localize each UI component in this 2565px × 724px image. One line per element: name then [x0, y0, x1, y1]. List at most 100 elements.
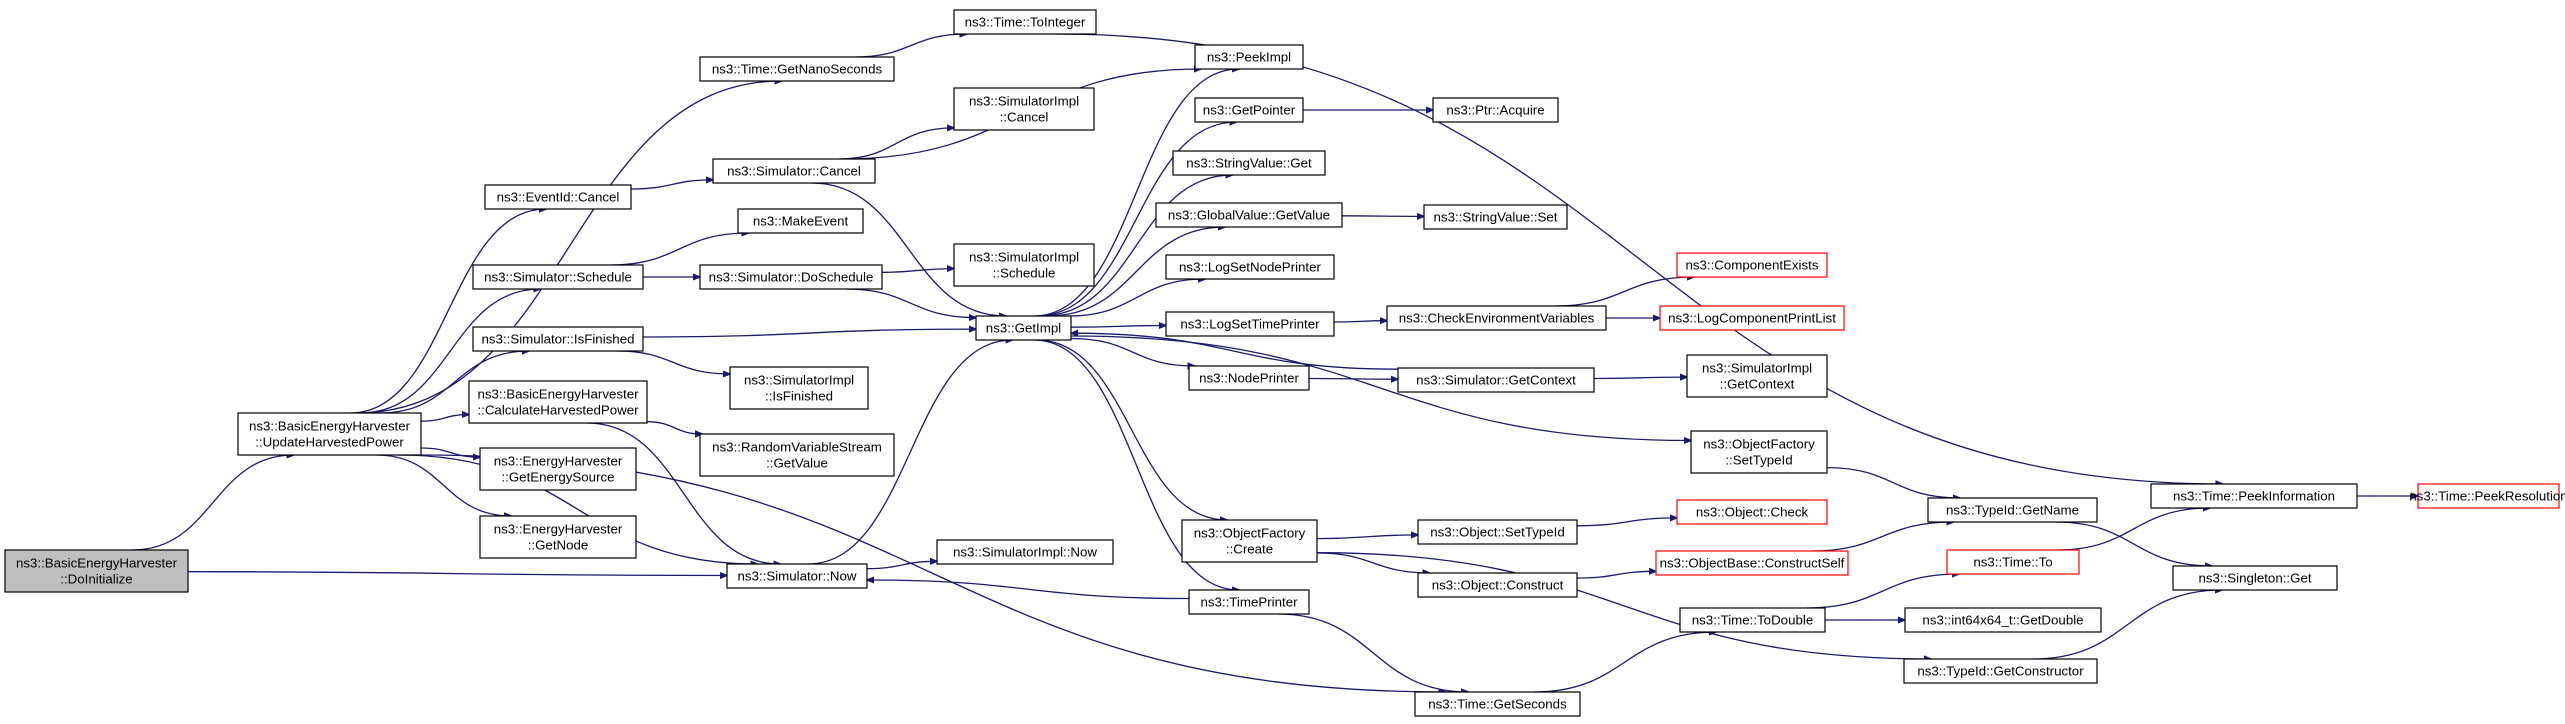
node-calc[interactable]: ns3::BasicEnergyHarvester::CalculateHarv… — [468, 380, 648, 424]
node-box[interactable] — [1946, 549, 2080, 575]
node-singleton[interactable]: ns3::Singleton::Get — [2172, 565, 2338, 591]
node-logtimeprinter[interactable]: ns3::LogSetTimePrinter — [1165, 311, 1335, 337]
node-timetodouble[interactable]: ns3::Time::ToDouble — [1679, 607, 1826, 633]
node-eventcancel[interactable]: ns3::EventId::Cancel — [484, 184, 632, 210]
node-box[interactable] — [472, 326, 644, 352]
node-typeidgetconstructor[interactable]: ns3::TypeId::GetConstructor — [1903, 658, 2098, 684]
node-box[interactable] — [1194, 97, 1304, 123]
node-box[interactable] — [472, 264, 644, 290]
node-box[interactable] — [1194, 44, 1304, 70]
node-box[interactable] — [729, 366, 869, 410]
node-box[interactable] — [1417, 519, 1578, 545]
node-box[interactable] — [1904, 607, 2102, 633]
node-update[interactable]: ns3::BasicEnergyHarvester::UpdateHarvest… — [237, 412, 422, 456]
node-isfinished[interactable]: ns3::Simulator::IsFinished — [472, 326, 644, 352]
node-box[interactable] — [936, 539, 1114, 565]
node-typeidgetname[interactable]: ns3::TypeId::GetName — [1927, 497, 2098, 523]
node-getcontext[interactable]: ns3::Simulator::GetContext — [1397, 367, 1595, 393]
node-now[interactable]: ns3::Simulator::Now — [726, 563, 868, 589]
node-box[interactable] — [1397, 367, 1595, 393]
node-simimplnow[interactable]: ns3::SimulatorImpl::Now — [936, 539, 1114, 565]
node-timeprinter[interactable]: ns3::TimePrinter — [1188, 589, 1310, 615]
node-box[interactable] — [484, 184, 632, 210]
node-root[interactable]: ns3::BasicEnergyHarvester::DoInitialize — [4, 549, 189, 593]
node-objcheck[interactable]: ns3::Object::Check — [1676, 499, 1828, 525]
node-box[interactable] — [953, 9, 1097, 35]
node-stringvalueset[interactable]: ns3::StringValue::Set — [1423, 204, 1568, 230]
node-box[interactable] — [1414, 691, 1581, 717]
node-nanosec[interactable]: ns3::Time::GetNanoSeconds — [699, 56, 895, 82]
node-lognodeprinter[interactable]: ns3::LogSetNodePrinter — [1165, 254, 1335, 280]
node-box[interactable] — [1676, 499, 1828, 525]
node-doschedule[interactable]: ns3::Simulator::DoSchedule — [699, 264, 883, 290]
node-box[interactable] — [1386, 305, 1607, 331]
node-objsettypeid[interactable]: ns3::Object::SetTypeId — [1417, 519, 1578, 545]
node-box[interactable] — [1423, 204, 1568, 230]
node-getnode[interactable]: ns3::EnergyHarvester::GetNode — [479, 515, 637, 559]
node-box[interactable] — [1188, 365, 1310, 391]
node-peekinfo[interactable]: ns3::Time::PeekInformation — [2150, 483, 2358, 509]
node-box[interactable] — [1927, 497, 2098, 523]
node-compexists[interactable]: ns3::ComponentExists — [1676, 252, 1828, 278]
node-peekres[interactable]: ns3::Time::PeekResolution — [2409, 483, 2565, 509]
node-box[interactable] — [2417, 483, 2560, 509]
node-objfactcreate[interactable]: ns3::ObjectFactory::Create — [1181, 519, 1318, 563]
node-peekimpl[interactable]: ns3::PeekImpl — [1194, 44, 1304, 70]
node-objfactsettypeid[interactable]: ns3::ObjectFactory::SetTypeId — [1690, 430, 1828, 474]
node-simimplisfinished[interactable]: ns3::SimulatorImpl::IsFinished — [729, 366, 869, 410]
node-getpointer[interactable]: ns3::GetPointer — [1194, 97, 1304, 123]
node-getseconds[interactable]: ns3::Time::GetSeconds — [1414, 691, 1581, 717]
node-box[interactable] — [2150, 483, 2358, 509]
node-objconstruct[interactable]: ns3::Object::Construct — [1417, 572, 1578, 598]
node-box[interactable] — [1903, 658, 2098, 684]
node-box[interactable] — [4, 549, 189, 593]
node-getenergysource[interactable]: ns3::EnergyHarvester::GetEnergySource — [479, 447, 637, 491]
node-box[interactable] — [1172, 150, 1326, 176]
node-box[interactable] — [1188, 589, 1310, 615]
node-schedule[interactable]: ns3::Simulator::Schedule — [472, 264, 644, 290]
node-box[interactable] — [1165, 254, 1335, 280]
node-tointeger[interactable]: ns3::Time::ToInteger — [953, 9, 1097, 35]
node-box[interactable] — [1417, 572, 1578, 598]
node-box[interactable] — [479, 515, 637, 559]
node-box[interactable] — [1686, 354, 1828, 398]
node-box[interactable] — [468, 380, 648, 424]
node-box[interactable] — [1659, 305, 1845, 331]
node-simimplschedule[interactable]: ns3::SimulatorImpl::Schedule — [953, 243, 1095, 287]
node-simimplgetcontext[interactable]: ns3::SimulatorImpl::GetContext — [1686, 354, 1828, 398]
node-box[interactable] — [699, 264, 883, 290]
node-simimplcancel[interactable]: ns3::SimulatorImpl::Cancel — [953, 87, 1095, 131]
node-nodeprinter[interactable]: ns3::NodePrinter — [1188, 365, 1310, 391]
node-getimpl[interactable]: ns3::GetImpl — [975, 315, 1072, 341]
node-box[interactable] — [479, 447, 637, 491]
node-box[interactable] — [1181, 519, 1318, 563]
node-rvs[interactable]: ns3::RandomVariableStream::GetValue — [699, 433, 895, 477]
node-box[interactable] — [712, 158, 876, 184]
node-box[interactable] — [1676, 252, 1828, 278]
node-box[interactable] — [737, 208, 864, 234]
node-box[interactable] — [1679, 607, 1826, 633]
node-box[interactable] — [1655, 550, 1849, 576]
node-simcancel[interactable]: ns3::Simulator::Cancel — [712, 158, 876, 184]
node-makeevent[interactable]: ns3::MakeEvent — [737, 208, 864, 234]
node-box[interactable] — [1690, 430, 1828, 474]
node-objbaseconstruct[interactable]: ns3::ObjectBase::ConstructSelf — [1655, 550, 1849, 576]
node-globalvalue[interactable]: ns3::GlobalValue::GetValue — [1155, 202, 1343, 228]
node-box[interactable] — [237, 412, 422, 456]
node-box[interactable] — [726, 563, 868, 589]
node-box[interactable] — [953, 87, 1095, 131]
node-logcompprint[interactable]: ns3::LogComponentPrintList — [1659, 305, 1845, 331]
node-box[interactable] — [953, 243, 1095, 287]
node-int64x64[interactable]: ns3::int64x64_t::GetDouble — [1904, 607, 2102, 633]
node-box[interactable] — [975, 315, 1072, 341]
node-box[interactable] — [2172, 565, 2338, 591]
node-box[interactable] — [1432, 97, 1559, 123]
node-box[interactable] — [699, 433, 895, 477]
node-timeto[interactable]: ns3::Time::To — [1946, 549, 2080, 575]
node-box[interactable] — [699, 56, 895, 82]
node-stringvalueget[interactable]: ns3::StringValue::Get — [1172, 150, 1326, 176]
node-box[interactable] — [1155, 202, 1343, 228]
node-box[interactable] — [1165, 311, 1335, 337]
node-checkenv[interactable]: ns3::CheckEnvironmentVariables — [1386, 305, 1607, 331]
node-ptracquire[interactable]: ns3::Ptr::Acquire — [1432, 97, 1559, 123]
